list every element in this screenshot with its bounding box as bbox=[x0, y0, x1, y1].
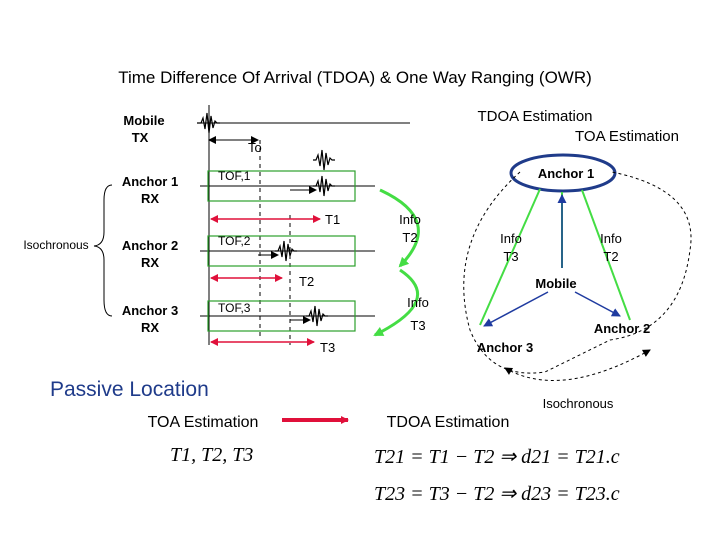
middle-info-t3-line2: T3 bbox=[410, 318, 425, 333]
t0-label: To bbox=[248, 140, 262, 155]
bottom-toa-estimation-label: TOA Estimation bbox=[148, 414, 259, 431]
tdoa-formula-2: T23 = T3 − T2 ⇒ d23 = T23.c bbox=[374, 483, 620, 505]
anchor3-green-box bbox=[207, 300, 356, 332]
t1-label: T1 bbox=[325, 212, 340, 227]
rx3-waveform bbox=[306, 305, 328, 327]
isochronous-brace bbox=[93, 184, 113, 317]
tof3-label: TOF,3 bbox=[218, 301, 251, 315]
anchor1-rx-label-1: Anchor 1 bbox=[122, 174, 178, 189]
passive-location-title: Passive Location bbox=[50, 378, 209, 401]
network-info-t2-line1: Info bbox=[600, 231, 622, 246]
tdoa-formula-1: T21 = T1 − T2 ⇒ d21 = T21.c bbox=[374, 446, 620, 468]
anchor1-rx-label-2: RX bbox=[141, 191, 159, 206]
bottom-tdoa-estimation-label: TDOA Estimation bbox=[387, 414, 510, 431]
rx1-waveform-top bbox=[313, 149, 335, 171]
anchor1-green-box bbox=[207, 170, 356, 202]
rx1-waveform bbox=[313, 175, 335, 197]
anchor3-rx-label-2: RX bbox=[141, 320, 159, 335]
anchor1-node-label: Anchor 1 bbox=[538, 166, 594, 181]
middle-info-t3-line1: Info bbox=[407, 295, 429, 310]
green-curve-arrow-top bbox=[379, 188, 420, 268]
t3-label: T3 bbox=[320, 340, 335, 355]
middle-info-t2-line1: Info bbox=[399, 212, 421, 227]
anchor2-rx-label-2: RX bbox=[141, 255, 159, 270]
anchor3-rx-label-1: Anchor 3 bbox=[122, 303, 178, 318]
isochronous-dashed-arrow bbox=[504, 349, 651, 381]
isochronous-dashed-loop bbox=[463, 171, 692, 374]
green-curve-arrow-bottom bbox=[373, 268, 420, 337]
toa-formula: T1, T2, T3 bbox=[170, 444, 253, 466]
tx-waveform bbox=[197, 112, 220, 134]
mobile-node-label: Mobile bbox=[535, 276, 576, 291]
anchor2-rx-label-1: Anchor 2 bbox=[122, 238, 178, 253]
anchor2-green-box bbox=[207, 235, 356, 267]
isochronous-left-label: Isochronous bbox=[23, 238, 88, 252]
blue-arrow-to-anchor3 bbox=[483, 291, 549, 327]
isochronous-right-label: Isochronous bbox=[543, 396, 614, 411]
middle-info-t2-line2: T2 bbox=[402, 230, 417, 245]
rx2-waveform bbox=[275, 240, 297, 262]
anchor2-node-label: Anchor 2 bbox=[594, 321, 650, 336]
network-info-t3-line2: T3 bbox=[503, 249, 518, 264]
network-info-t2-line2: T2 bbox=[603, 249, 618, 264]
anchor3-node-label: Anchor 3 bbox=[477, 340, 533, 355]
slide-title: Time Difference Of Arrival (TDOA) & One … bbox=[118, 68, 592, 87]
blue-arrow-to-anchor2 bbox=[574, 291, 621, 317]
tof2-label: TOF,2 bbox=[218, 234, 251, 248]
green-link-anchor1-anchor2 bbox=[581, 189, 631, 321]
t2-label: T2 bbox=[299, 274, 314, 289]
green-link-anchor1-anchor3 bbox=[479, 188, 541, 326]
mobile-tx-label-2: TX bbox=[132, 130, 149, 145]
top-toa-estimation-label: TOA Estimation bbox=[575, 128, 679, 145]
top-tdoa-estimation-label: TDOA Estimation bbox=[477, 108, 592, 125]
tof1-label: TOF,1 bbox=[218, 169, 251, 183]
mobile-tx-label-1: Mobile bbox=[123, 113, 164, 128]
network-info-t3-line1: Info bbox=[500, 231, 522, 246]
